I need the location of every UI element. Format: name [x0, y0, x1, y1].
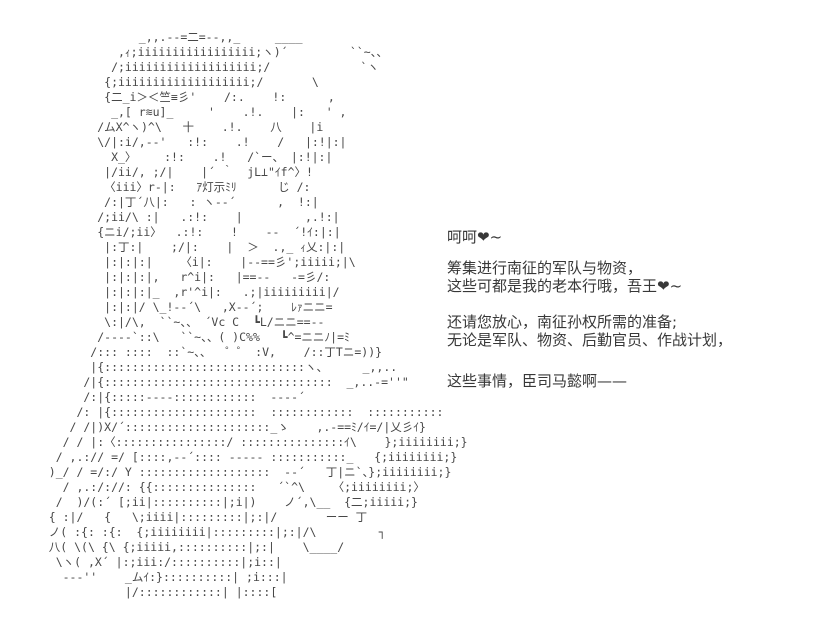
dialogue-line: 筹集进行南征的军队与物资， [447, 259, 643, 277]
dialogue-line: 这些可都是我的老本行哦，吾王❤~ [447, 276, 683, 295]
dialogue-line: 无论是军队、物资、后勤官员、作战计划， [447, 330, 733, 349]
dialogue-block-supplies: 筹集进行南征的军队与物资， 这些可都是我的老本行哦，吾王❤~ [447, 259, 683, 295]
dialogue-line: 还请您放心，南征孙权所需的准备; [447, 313, 678, 331]
dialogue-block-reassurance: 还请您放心，南征孙权所需的准备; 无论是军队、物资、后勤官员、作战计划， [447, 313, 733, 349]
ascii-art-character: _,,.--=二=--,,_ ____ ,ｨ;iiiiiiiiiiiiiiiii… [48, 30, 468, 599]
dialogue-line: 呵呵❤~ [447, 228, 503, 246]
dialogue-block-greeting: 呵呵❤~ [447, 228, 503, 247]
dialogue-block-signoff: 这些事情，臣司马懿啊—— [447, 372, 628, 391]
dialogue-line: 这些事情，臣司马懿啊—— [447, 372, 628, 390]
